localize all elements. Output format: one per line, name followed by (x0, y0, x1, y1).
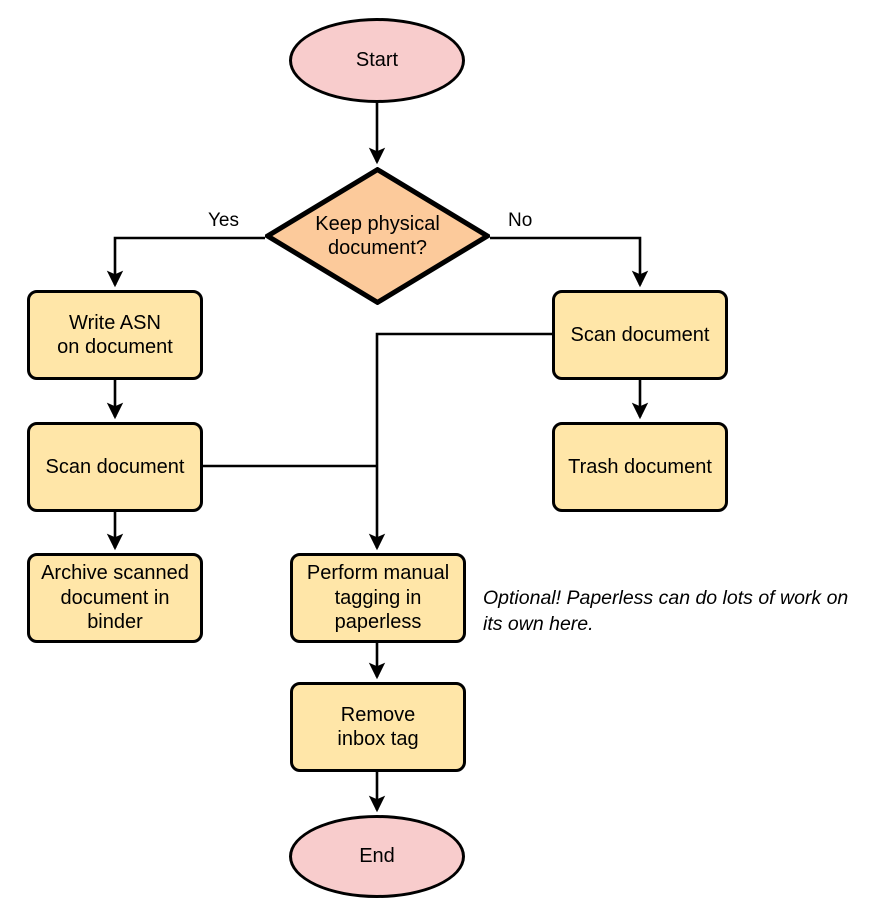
annotation-optional-note: Optional! Paperless can do lots of work … (483, 587, 849, 635)
edge-scan-right-to-tagging (368, 332, 552, 551)
node-trash-document-label: Trash document (568, 455, 712, 478)
node-archive-label: Archive scanned document in binder (41, 562, 189, 634)
node-scan-document-right-label: Scan document (570, 323, 710, 346)
node-keep-physical-document-decision[interactable]: Keep physical document? (265, 167, 490, 305)
node-start[interactable]: Start (289, 18, 465, 103)
node-write-asn-on-document[interactable]: Write ASN on document (27, 290, 203, 380)
edge-label-yes: Yes (208, 210, 239, 231)
edge-label-no: No (508, 210, 533, 231)
node-scan-document-right[interactable]: Scan document (552, 290, 728, 380)
node-decision-label: Keep physical document? (315, 212, 440, 259)
node-scan-document-left[interactable]: Scan document (27, 422, 203, 512)
node-write-asn-label: Write ASN on document (57, 311, 173, 358)
node-end-label: End (359, 845, 395, 868)
node-start-label: Start (355, 49, 399, 72)
node-tagging-label: Perform manual tagging in paperless (306, 562, 450, 634)
node-remove-inbox-tag[interactable]: Remove inbox tag (290, 682, 466, 772)
edge-decision-no-to-scan-right (490, 236, 649, 288)
diamond-shape (265, 167, 490, 305)
edge-decision-yes-to-write-asn (106, 236, 265, 288)
node-archive-scanned-document-in-binder[interactable]: Archive scanned document in binder (27, 553, 203, 643)
node-perform-manual-tagging-in-paperless[interactable]: Perform manual tagging in paperless (290, 553, 466, 643)
node-scan-document-left-label: Scan document (45, 455, 185, 478)
node-remove-inbox-tag-label: Remove inbox tag (337, 703, 419, 750)
node-end[interactable]: End (289, 815, 465, 898)
node-trash-document[interactable]: Trash document (552, 422, 728, 512)
